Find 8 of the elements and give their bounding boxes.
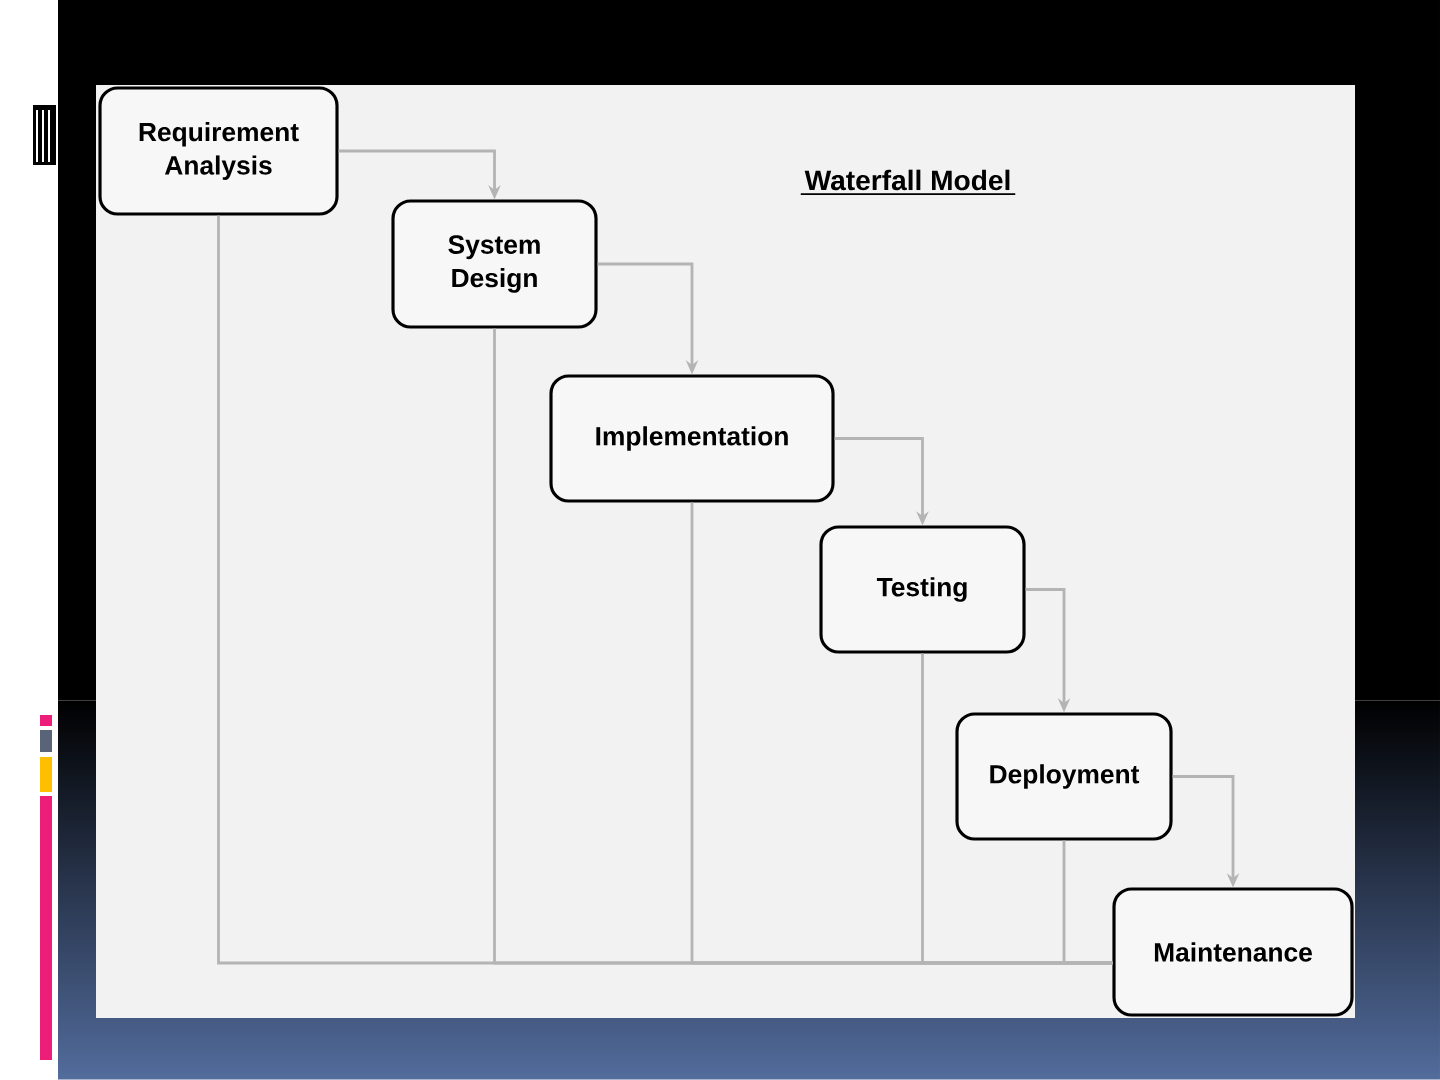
process-box: Testing xyxy=(819,525,1026,654)
process-box: System Design xyxy=(391,199,598,329)
process-box: Implementation xyxy=(549,374,835,503)
process-box: Requirement Analysis xyxy=(98,86,339,216)
diagram-title: Waterfall Model xyxy=(799,169,1017,196)
connector-line xyxy=(1062,840,1113,965)
process-box: Deployment xyxy=(955,712,1173,841)
process-box: Maintenance xyxy=(1112,887,1354,1017)
